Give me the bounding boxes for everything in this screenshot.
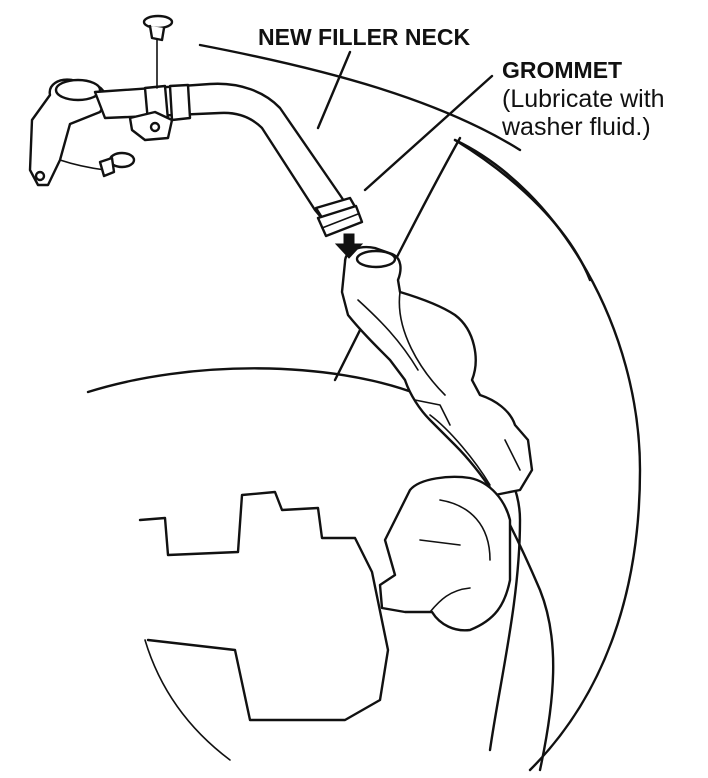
leader-lines [316, 50, 494, 192]
grommet-note-line-1: (Lubricate with [502, 85, 665, 113]
body-panel-outline [86, 43, 642, 772]
grommet-label: GROMMET [502, 57, 623, 83]
fuel-inlet-housing [340, 246, 534, 497]
lower-bracket [378, 475, 512, 632]
filler-head-bracket [28, 78, 107, 187]
grommet-note-line-2: washer fluid.) [502, 113, 651, 141]
insertion-arrow [334, 233, 364, 259]
clip-left [98, 151, 136, 178]
filler-neck-pipe [93, 82, 364, 238]
new-filler-neck-label: NEW FILLER NECK [258, 24, 471, 50]
clip-top [142, 14, 174, 89]
